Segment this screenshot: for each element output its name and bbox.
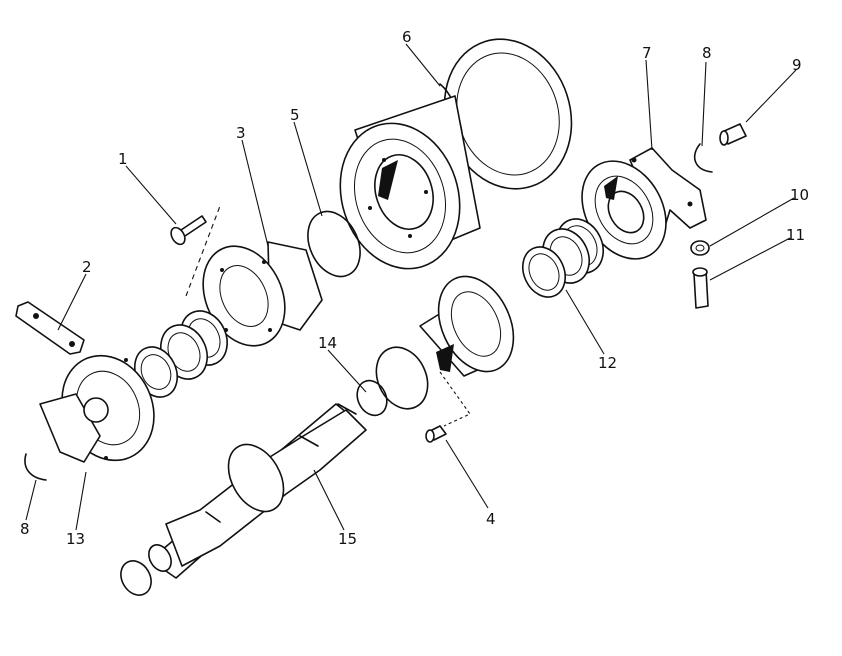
- part-label-10: 10: [790, 186, 809, 204]
- bolt-drawing: [170, 215, 207, 246]
- end-collar-right-drawing: [581, 147, 707, 260]
- collar-centre-drawing: [419, 275, 515, 377]
- seal-assembly-left-drawing: [134, 310, 228, 398]
- part-labels: 1 2 3 4 5 6 7 8 9 10 11 12 13 14 15 8: [20, 28, 809, 548]
- part-label-5: 5: [290, 106, 300, 124]
- part-label-9: 9: [792, 56, 802, 74]
- part-label-6: 6: [402, 28, 412, 46]
- end-collar-left-drawing: [39, 354, 155, 463]
- part-label-2: 2: [82, 258, 92, 276]
- roller-shell-drawing: [339, 38, 573, 270]
- o-ring-shaft-end-drawing: [120, 560, 152, 596]
- shaft-drawing: [148, 403, 367, 579]
- o-ring-mid-drawing: [375, 346, 429, 410]
- part-label-14: 14: [318, 334, 337, 352]
- part-label-7: 7: [642, 44, 652, 62]
- o-ring-small-drawing: [356, 379, 388, 417]
- lock-plate-drawing: [15, 301, 85, 355]
- retaining-ring-left-drawing: [24, 453, 47, 481]
- part-label-12: 12: [598, 354, 617, 372]
- seal-assembly-right-drawing: [522, 218, 604, 298]
- part-label-15: 15: [338, 530, 357, 548]
- part-label-8-right: 8: [702, 44, 712, 62]
- leader-lines: [25, 43, 797, 531]
- part-label-1: 1: [118, 150, 128, 168]
- retaining-ring-right-drawing: [693, 143, 713, 173]
- bolt-long-drawing: [692, 267, 709, 309]
- o-ring-large-drawing: [307, 210, 361, 278]
- part-label-4: 4: [486, 510, 496, 528]
- collar-left-drawing: [202, 241, 323, 347]
- pin-drawing: [425, 425, 447, 443]
- nut-drawing: [690, 240, 710, 256]
- part-label-13: 13: [66, 530, 85, 548]
- part-label-8-left: 8: [20, 520, 30, 538]
- part-label-11: 11: [786, 226, 805, 244]
- plug-drawing: [719, 123, 747, 146]
- part-label-3: 3: [236, 124, 246, 142]
